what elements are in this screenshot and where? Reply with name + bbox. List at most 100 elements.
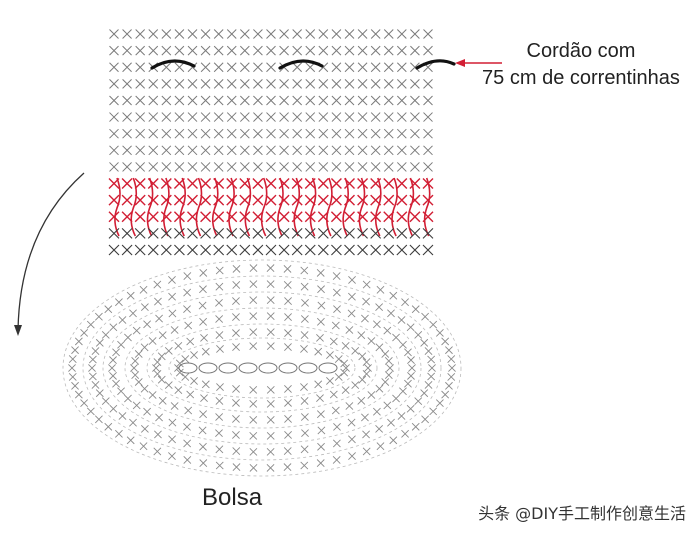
crochet-x-stitch-icon — [80, 328, 89, 337]
crochet-x-stitch-icon — [226, 78, 237, 89]
crochet-x-stitch-icon — [213, 95, 224, 106]
crochet-x-stitch-icon — [396, 178, 408, 190]
round-guide-line — [168, 337, 356, 399]
crochet-x-stitch-icon — [200, 394, 208, 403]
crochet-x-stitch-icon — [170, 326, 179, 334]
crochet-x-stitch-icon — [249, 312, 258, 321]
post-stitch-icon — [277, 177, 284, 237]
crochet-x-stitch-icon — [215, 397, 224, 405]
crochet-x-stitch-icon — [344, 112, 355, 122]
crochet-x-stitch-icon — [135, 45, 146, 56]
crochet-x-stitch-icon — [357, 244, 368, 256]
crochet-x-stitch-icon — [383, 45, 394, 56]
crochet-x-stitch-icon — [174, 112, 185, 122]
crochet-x-stitch-icon — [304, 244, 316, 256]
crochet-x-stitch-icon — [200, 244, 211, 256]
crochet-x-stitch-icon — [215, 461, 224, 470]
crochet-x-stitch-icon — [109, 78, 119, 89]
crochet-x-stitch-icon — [316, 268, 325, 277]
crochet-x-stitch-icon — [305, 162, 316, 172]
crochet-x-stitch-icon — [326, 351, 334, 359]
crochet-x-stitch-icon — [226, 227, 238, 239]
crochet-x-stitch-icon — [407, 356, 415, 365]
crochet-x-stitch-icon — [161, 128, 172, 139]
crochet-x-stitch-icon — [184, 321, 193, 330]
chain-stitch-oval-icon — [218, 362, 238, 374]
crochet-x-stitch-icon — [174, 78, 185, 89]
crochet-x-stitch-icon — [232, 313, 240, 322]
crochet-x-stitch-icon — [174, 244, 185, 256]
crochet-x-stitch-icon — [139, 442, 148, 451]
crochet-x-stitch-icon — [200, 95, 211, 106]
crochet-x-stitch-icon — [266, 95, 276, 106]
crochet-x-stitch-icon — [383, 244, 395, 256]
crochet-x-stitch-icon — [383, 227, 395, 239]
crochet-x-stitch-icon — [109, 29, 119, 39]
crochet-x-stitch-icon — [362, 280, 371, 289]
crochet-x-stitch-icon — [333, 422, 341, 431]
crochet-x-stitch-icon — [266, 312, 275, 321]
crochet-x-stitch-icon — [279, 145, 289, 156]
crochet-x-stitch-icon — [396, 244, 408, 256]
crochet-x-stitch-icon — [143, 407, 152, 416]
crochet-x-stitch-icon — [278, 244, 290, 256]
crochet-x-stitch-icon — [265, 227, 277, 239]
crochet-x-stitch-icon — [423, 112, 433, 122]
dark-stitch-rows — [108, 227, 434, 256]
crochet-x-stitch-icon — [135, 162, 146, 172]
crochet-x-stitch-icon — [68, 364, 76, 372]
crochet-x-stitch-icon — [331, 227, 342, 239]
crochet-x-stitch-icon — [266, 447, 275, 456]
crochet-x-stitch-icon — [199, 442, 207, 451]
crochet-x-stitch-icon — [265, 211, 277, 223]
crochet-x-stitch-icon — [118, 412, 127, 420]
crochet-x-stitch-icon — [161, 45, 172, 56]
crochet-x-stitch-icon — [134, 227, 146, 239]
crochet-x-stitch-icon — [94, 415, 103, 424]
crochet-x-stitch-icon — [187, 145, 198, 156]
crochet-x-stitch-icon — [239, 227, 251, 239]
crochet-x-stitch-icon — [341, 386, 350, 395]
crochet-x-stitch-icon — [381, 350, 390, 358]
crochet-x-stitch-icon — [370, 29, 381, 39]
crochet-x-stitch-icon — [283, 264, 292, 273]
crochet-x-stitch-icon — [279, 128, 289, 139]
crochet-x-stitch-icon — [249, 296, 258, 305]
crochet-x-stitch-icon — [362, 447, 371, 456]
crochet-x-stitch-icon — [252, 244, 264, 256]
crochet-x-stitch-icon — [161, 145, 172, 156]
crochet-x-stitch-icon — [318, 162, 329, 172]
crochet-x-stitch-icon — [423, 78, 433, 89]
crochet-x-stitch-icon — [420, 338, 429, 347]
crochet-x-stitch-icon — [410, 78, 420, 89]
crochet-x-stitch-icon — [104, 305, 113, 314]
crochet-x-stitch-icon — [362, 297, 370, 306]
crochet-x-stitch-icon — [410, 45, 420, 56]
crochet-x-stitch-icon — [160, 178, 172, 190]
crochet-x-stitch-icon — [292, 95, 303, 106]
crochet-x-stitch-icon — [376, 442, 385, 451]
crochet-x-stitch-icon — [148, 112, 159, 122]
crochet-x-stitch-icon — [389, 291, 398, 300]
crochet-x-stitch-icon — [301, 298, 309, 307]
crochet-x-stitch-icon — [140, 384, 149, 393]
crochet-x-stitch-icon — [441, 337, 450, 346]
crochet-x-stitch-icon — [215, 331, 224, 339]
crochet-x-stitch-icon — [213, 112, 224, 122]
crochet-x-stitch-icon — [330, 211, 342, 223]
post-stitch-icon — [309, 177, 317, 237]
crochet-x-stitch-icon — [253, 45, 263, 56]
crochet-x-stitch-icon — [112, 348, 120, 357]
crochet-x-stitch-icon — [154, 430, 162, 439]
crochet-x-stitch-icon — [265, 244, 277, 256]
crochet-x-stitch-icon — [283, 463, 292, 472]
crochet-x-stitch-icon — [317, 442, 325, 451]
crochet-x-stitch-icon — [168, 309, 177, 318]
crochet-x-stitch-icon — [284, 398, 292, 407]
crochet-x-stitch-icon — [317, 426, 326, 435]
crochet-x-stitch-icon — [283, 447, 292, 455]
chain-stitch-oval-icon — [278, 362, 298, 374]
crochet-x-stitch-icon — [347, 309, 356, 318]
crochet-x-stitch-icon — [160, 211, 172, 223]
crochet-x-stitch-icon — [168, 292, 176, 301]
